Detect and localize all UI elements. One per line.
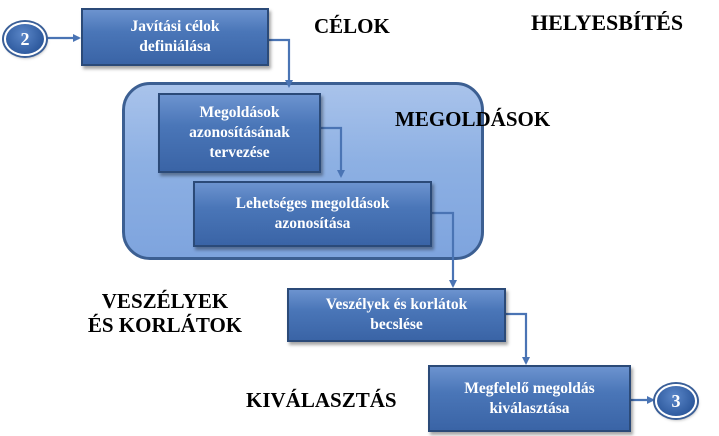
heading-megoldasok: MEGOLDÁSOK — [395, 107, 551, 131]
arrow-tervezese-to-lehetseges — [321, 126, 345, 178]
step-megoldasok-tervezese: Megoldások azonosításának tervezése — [158, 93, 321, 173]
heading-celok: CÉLOK — [314, 14, 390, 38]
step-becslese-line1: Veszélyek és korlátok — [325, 296, 468, 313]
step-veszelyek-becslese: Veszélyek és korlátok becslése — [287, 288, 506, 342]
heading-helyesbites: HELYESBÍTÉS — [531, 10, 684, 35]
step-tervezese-line2: azonosításának — [189, 124, 290, 141]
heading-veszelyek-line2: ÉS KORLÁTOK — [87, 313, 243, 337]
arrow-javitasi-to-tervezese — [269, 38, 293, 88]
arrow-becslese-to-megfelelo — [506, 312, 530, 365]
step-megfelelo-line2: kiválasztása — [489, 399, 570, 417]
step-javitasi-line2: definiálása — [139, 38, 211, 55]
step-lehetseges-line1: Lehetséges megoldások — [235, 195, 390, 212]
step-tervezese-line3: tervezése — [209, 144, 270, 161]
step-lehetseges-line2: azonosítása — [274, 215, 351, 232]
step-javitasi-line1: Javítási célok — [130, 18, 220, 35]
connector-start: 2 — [4, 22, 46, 56]
step-megfelelo: Megfelelő megoldás kiválasztása — [428, 365, 631, 432]
step-becslese-line2: becslése — [370, 316, 423, 333]
step-javitasi: Javítási célok definiálása — [81, 8, 269, 66]
connector-end: 3 — [655, 384, 697, 418]
step-lehetseges: Lehetséges megoldások azonosítása — [193, 181, 432, 247]
heading-veszelyek-line1: VESZÉLYEK — [101, 289, 229, 313]
heading-kivalasztas: KIVÁLASZTÁS — [246, 388, 397, 412]
arrow-lehetseges-to-becslese — [432, 211, 457, 288]
step-megfelelo-line1: Megfelelő megoldás — [464, 379, 595, 397]
step-tervezese-line1: Megoldások — [199, 104, 280, 121]
heading-veszelyek: VESZÉLYEK ÉS KORLÁTOK — [76, 289, 254, 337]
